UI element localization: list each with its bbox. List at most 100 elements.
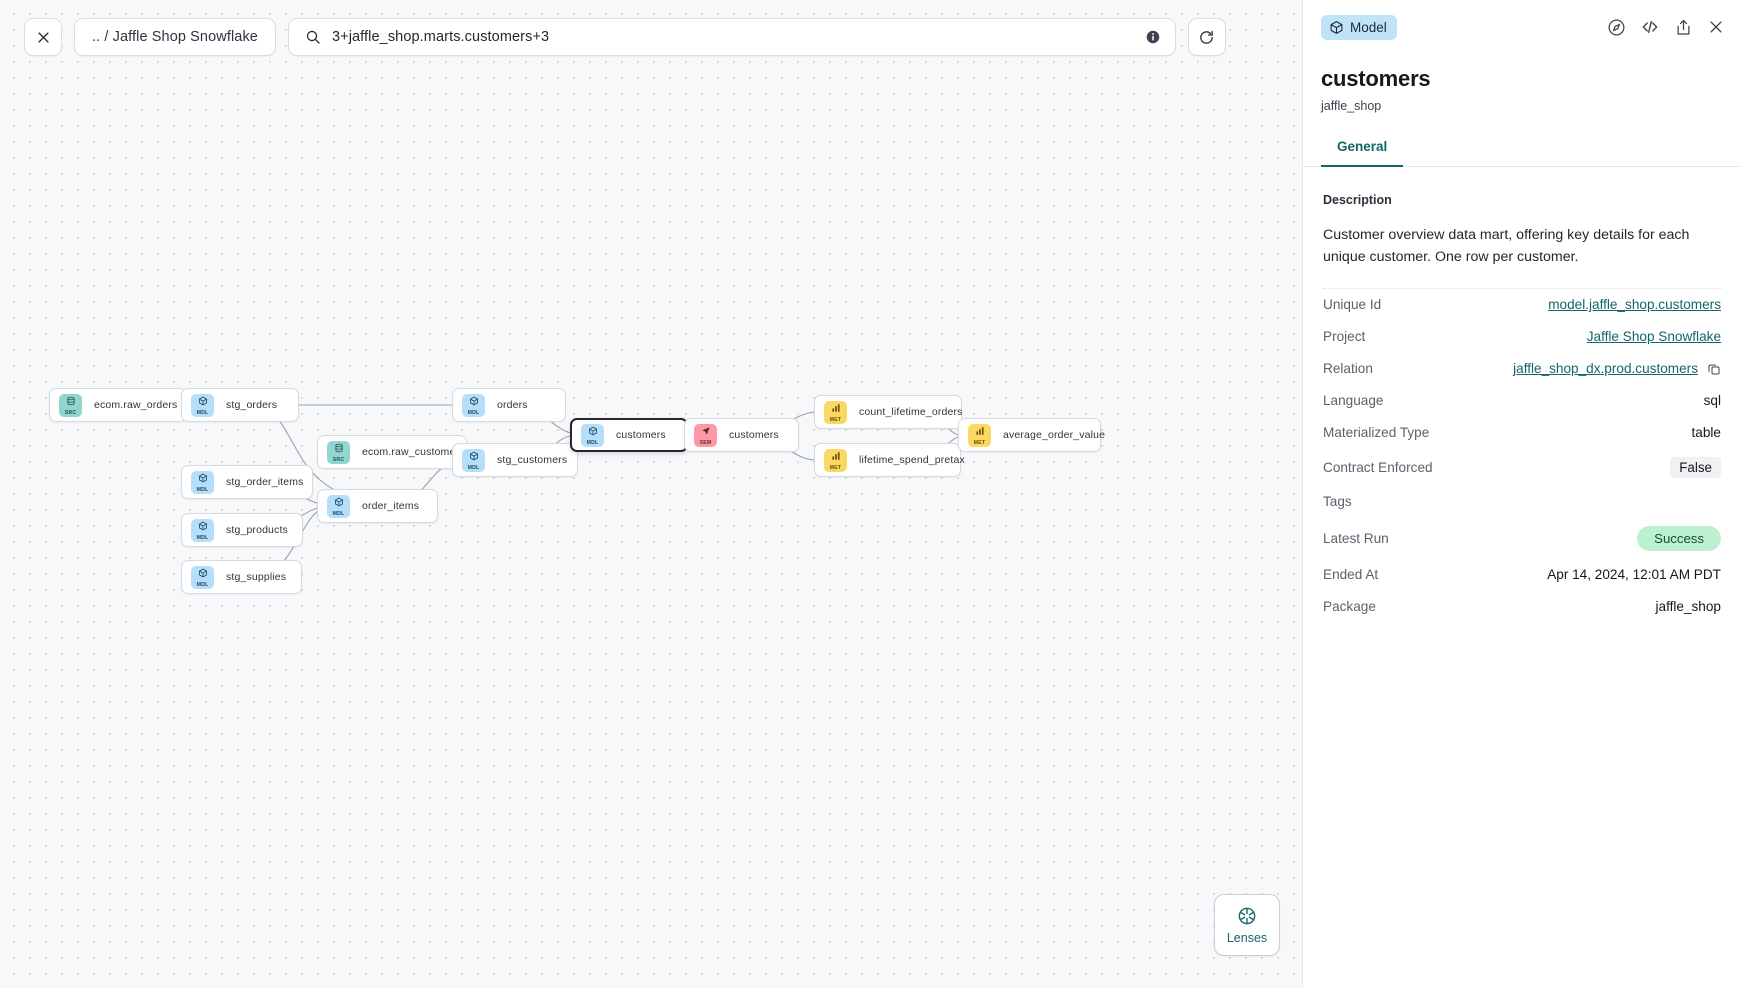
- mdl-badge-icon: MDL: [581, 423, 604, 447]
- detail-row-value-wrap: Jaffle Shop Snowflake: [1587, 329, 1721, 344]
- lineage-node-customers_model[interactable]: MDL customers: [570, 418, 688, 452]
- detail-row: Materialized Type table: [1323, 417, 1721, 449]
- detail-row-value-wrap: False: [1670, 456, 1721, 478]
- mdl-badge-icon: MDL: [191, 393, 214, 417]
- detail-row-value-wrap: Apr 14, 2024, 12:01 AM PDT: [1547, 567, 1721, 582]
- lineage-node-label: stg_orders: [226, 399, 278, 411]
- src-badge-icon: SRC: [327, 440, 350, 464]
- lineage-canvas[interactable]: .. / Jaffle Shop Snowflake 3+jaffle_shop…: [0, 0, 1302, 988]
- close-lineage-button[interactable]: [24, 18, 62, 56]
- mdl-badge-icon: MDL: [191, 518, 214, 542]
- detail-row-value: jaffle_shop: [1655, 599, 1721, 615]
- detail-row-value-wrap: model.jaffle_shop.customers: [1548, 297, 1721, 312]
- divider: [1323, 287, 1721, 289]
- lineage-node-label: lifetime_spend_pretax: [859, 454, 965, 466]
- detail-row-value-wrap: jaffle_shop_dx.prod.customers: [1513, 361, 1721, 376]
- search-input[interactable]: 3+jaffle_shop.marts.customers+3: [331, 29, 550, 45]
- lineage-node-stg_products[interactable]: MDL stg_products: [181, 513, 303, 547]
- detail-row-key: Ended At: [1323, 567, 1379, 583]
- node-kind-label: Model: [1350, 19, 1387, 35]
- lenses-button[interactable]: Lenses: [1214, 894, 1280, 956]
- detail-row-value[interactable]: jaffle_shop_dx.prod.customers: [1513, 361, 1698, 377]
- tab-general[interactable]: General: [1321, 139, 1404, 167]
- mdl-badge-icon: MDL: [191, 565, 214, 589]
- detail-row-value: sql: [1703, 393, 1721, 409]
- lineage-node-label: stg_order_items: [226, 476, 304, 488]
- detail-row: Package jaffle_shop: [1323, 591, 1721, 623]
- detail-row: Unique Id model.jaffle_shop.customers: [1323, 289, 1721, 321]
- lineage-node-customers_semantic[interactable]: SEM customers: [684, 418, 799, 452]
- mdl-badge-icon: MDL: [327, 494, 350, 518]
- met-badge-icon: MET: [968, 423, 991, 447]
- node-kind-chip[interactable]: Model: [1321, 14, 1397, 40]
- met-badge-icon: MET: [824, 448, 847, 472]
- detail-row: Relation jaffle_shop_dx.prod.customers: [1323, 353, 1721, 385]
- aperture-icon: [1237, 906, 1257, 926]
- lineage-node-count_lifetime_orders[interactable]: MET count_lifetime_orders: [814, 395, 962, 429]
- breadcrumb: .. / Jaffle Shop Snowflake: [92, 29, 258, 45]
- detail-row-value-wrap: sql: [1704, 393, 1721, 408]
- refresh-icon: [1198, 29, 1215, 46]
- detail-row-key: Materialized Type: [1323, 425, 1430, 441]
- close-panel-icon[interactable]: [1705, 16, 1727, 38]
- detail-panel: Model customers jaffle_shop General D: [1302, 0, 1741, 988]
- detail-row-key: Package: [1323, 599, 1376, 615]
- lineage-node-label: order_items: [362, 500, 420, 512]
- panel-tabs: General: [1303, 139, 1741, 167]
- lineage-node-label: orders: [497, 399, 528, 411]
- detail-row: Project Jaffle Shop Snowflake: [1323, 321, 1721, 353]
- lineage-search-bar[interactable]: 3+jaffle_shop.marts.customers+3: [287, 18, 1176, 56]
- detail-row-key: Language: [1323, 393, 1384, 409]
- sem-badge-icon: SEM: [694, 423, 717, 447]
- refresh-button[interactable]: [1187, 18, 1226, 56]
- info-icon[interactable]: [1145, 29, 1161, 45]
- lineage-node-label: customers: [616, 429, 666, 441]
- lineage-node-stg_order_items[interactable]: MDL stg_order_items: [181, 465, 313, 499]
- mdl-badge-icon: MDL: [462, 448, 485, 472]
- detail-row-value-wrap: table: [1692, 425, 1721, 440]
- breadcrumb-button[interactable]: .. / Jaffle Shop Snowflake: [74, 18, 276, 56]
- lineage-node-label: stg_customers: [497, 454, 568, 466]
- page-title: customers: [1321, 66, 1431, 91]
- panel-toolbar: Model: [1303, 0, 1741, 54]
- lineage-node-label: stg_products: [226, 524, 288, 536]
- lineage-node-stg_orders[interactable]: MDL stg_orders: [181, 388, 299, 422]
- detail-row-key: Project: [1323, 329, 1366, 345]
- detail-row: Ended At Apr 14, 2024, 12:01 AM PDT: [1323, 559, 1721, 591]
- lineage-node-stg_supplies[interactable]: MDL stg_supplies: [181, 560, 302, 594]
- lineage-node-order_items[interactable]: MDL order_items: [317, 489, 438, 523]
- src-badge-icon: SRC: [59, 393, 82, 417]
- lineage-node-stg_customers[interactable]: MDL stg_customers: [452, 443, 578, 477]
- compass-icon[interactable]: [1605, 16, 1628, 39]
- lineage-node-label: stg_supplies: [226, 571, 287, 583]
- detail-row-key: Relation: [1323, 361, 1373, 377]
- description-text: Customer overview data mart, offering ke…: [1323, 227, 1690, 266]
- lineage-node-ecom_raw_customers[interactable]: SRC ecom.raw_customers: [317, 435, 467, 469]
- detail-row-value: Apr 14, 2024, 12:01 AM PDT: [1547, 567, 1721, 583]
- panel-body: Description Customer overview data mart,…: [1303, 167, 1741, 988]
- mdl-badge-icon: MDL: [191, 470, 214, 494]
- detail-row-key: Unique Id: [1323, 297, 1382, 313]
- detail-row-value-wrap: jaffle_shop: [1655, 599, 1721, 614]
- met-badge-icon: MET: [824, 400, 847, 424]
- share-icon[interactable]: [1672, 16, 1695, 39]
- detail-row-key: Tags: [1323, 494, 1352, 510]
- detail-row-key: Latest Run: [1323, 530, 1389, 546]
- page-subtitle: jaffle_shop: [1321, 99, 1382, 113]
- lineage-node-label: count_lifetime_orders: [859, 406, 963, 418]
- detail-row: Language sql: [1323, 385, 1721, 417]
- copy-icon[interactable]: [1707, 362, 1721, 376]
- canvas-toolbar: .. / Jaffle Shop Snowflake 3+jaffle_shop…: [24, 18, 1226, 56]
- detail-row-value[interactable]: Jaffle Shop Snowflake: [1586, 329, 1721, 345]
- code-icon[interactable]: [1638, 15, 1662, 39]
- lineage-node-lifetime_spend_pretax[interactable]: MET lifetime_spend_pretax: [814, 443, 965, 477]
- detail-row-value[interactable]: model.jaffle_shop.customers: [1548, 297, 1721, 313]
- lineage-node-label: customers: [729, 429, 779, 441]
- detail-row-value: False: [1670, 456, 1721, 478]
- lineage-node-label: ecom.raw_customers: [362, 446, 465, 458]
